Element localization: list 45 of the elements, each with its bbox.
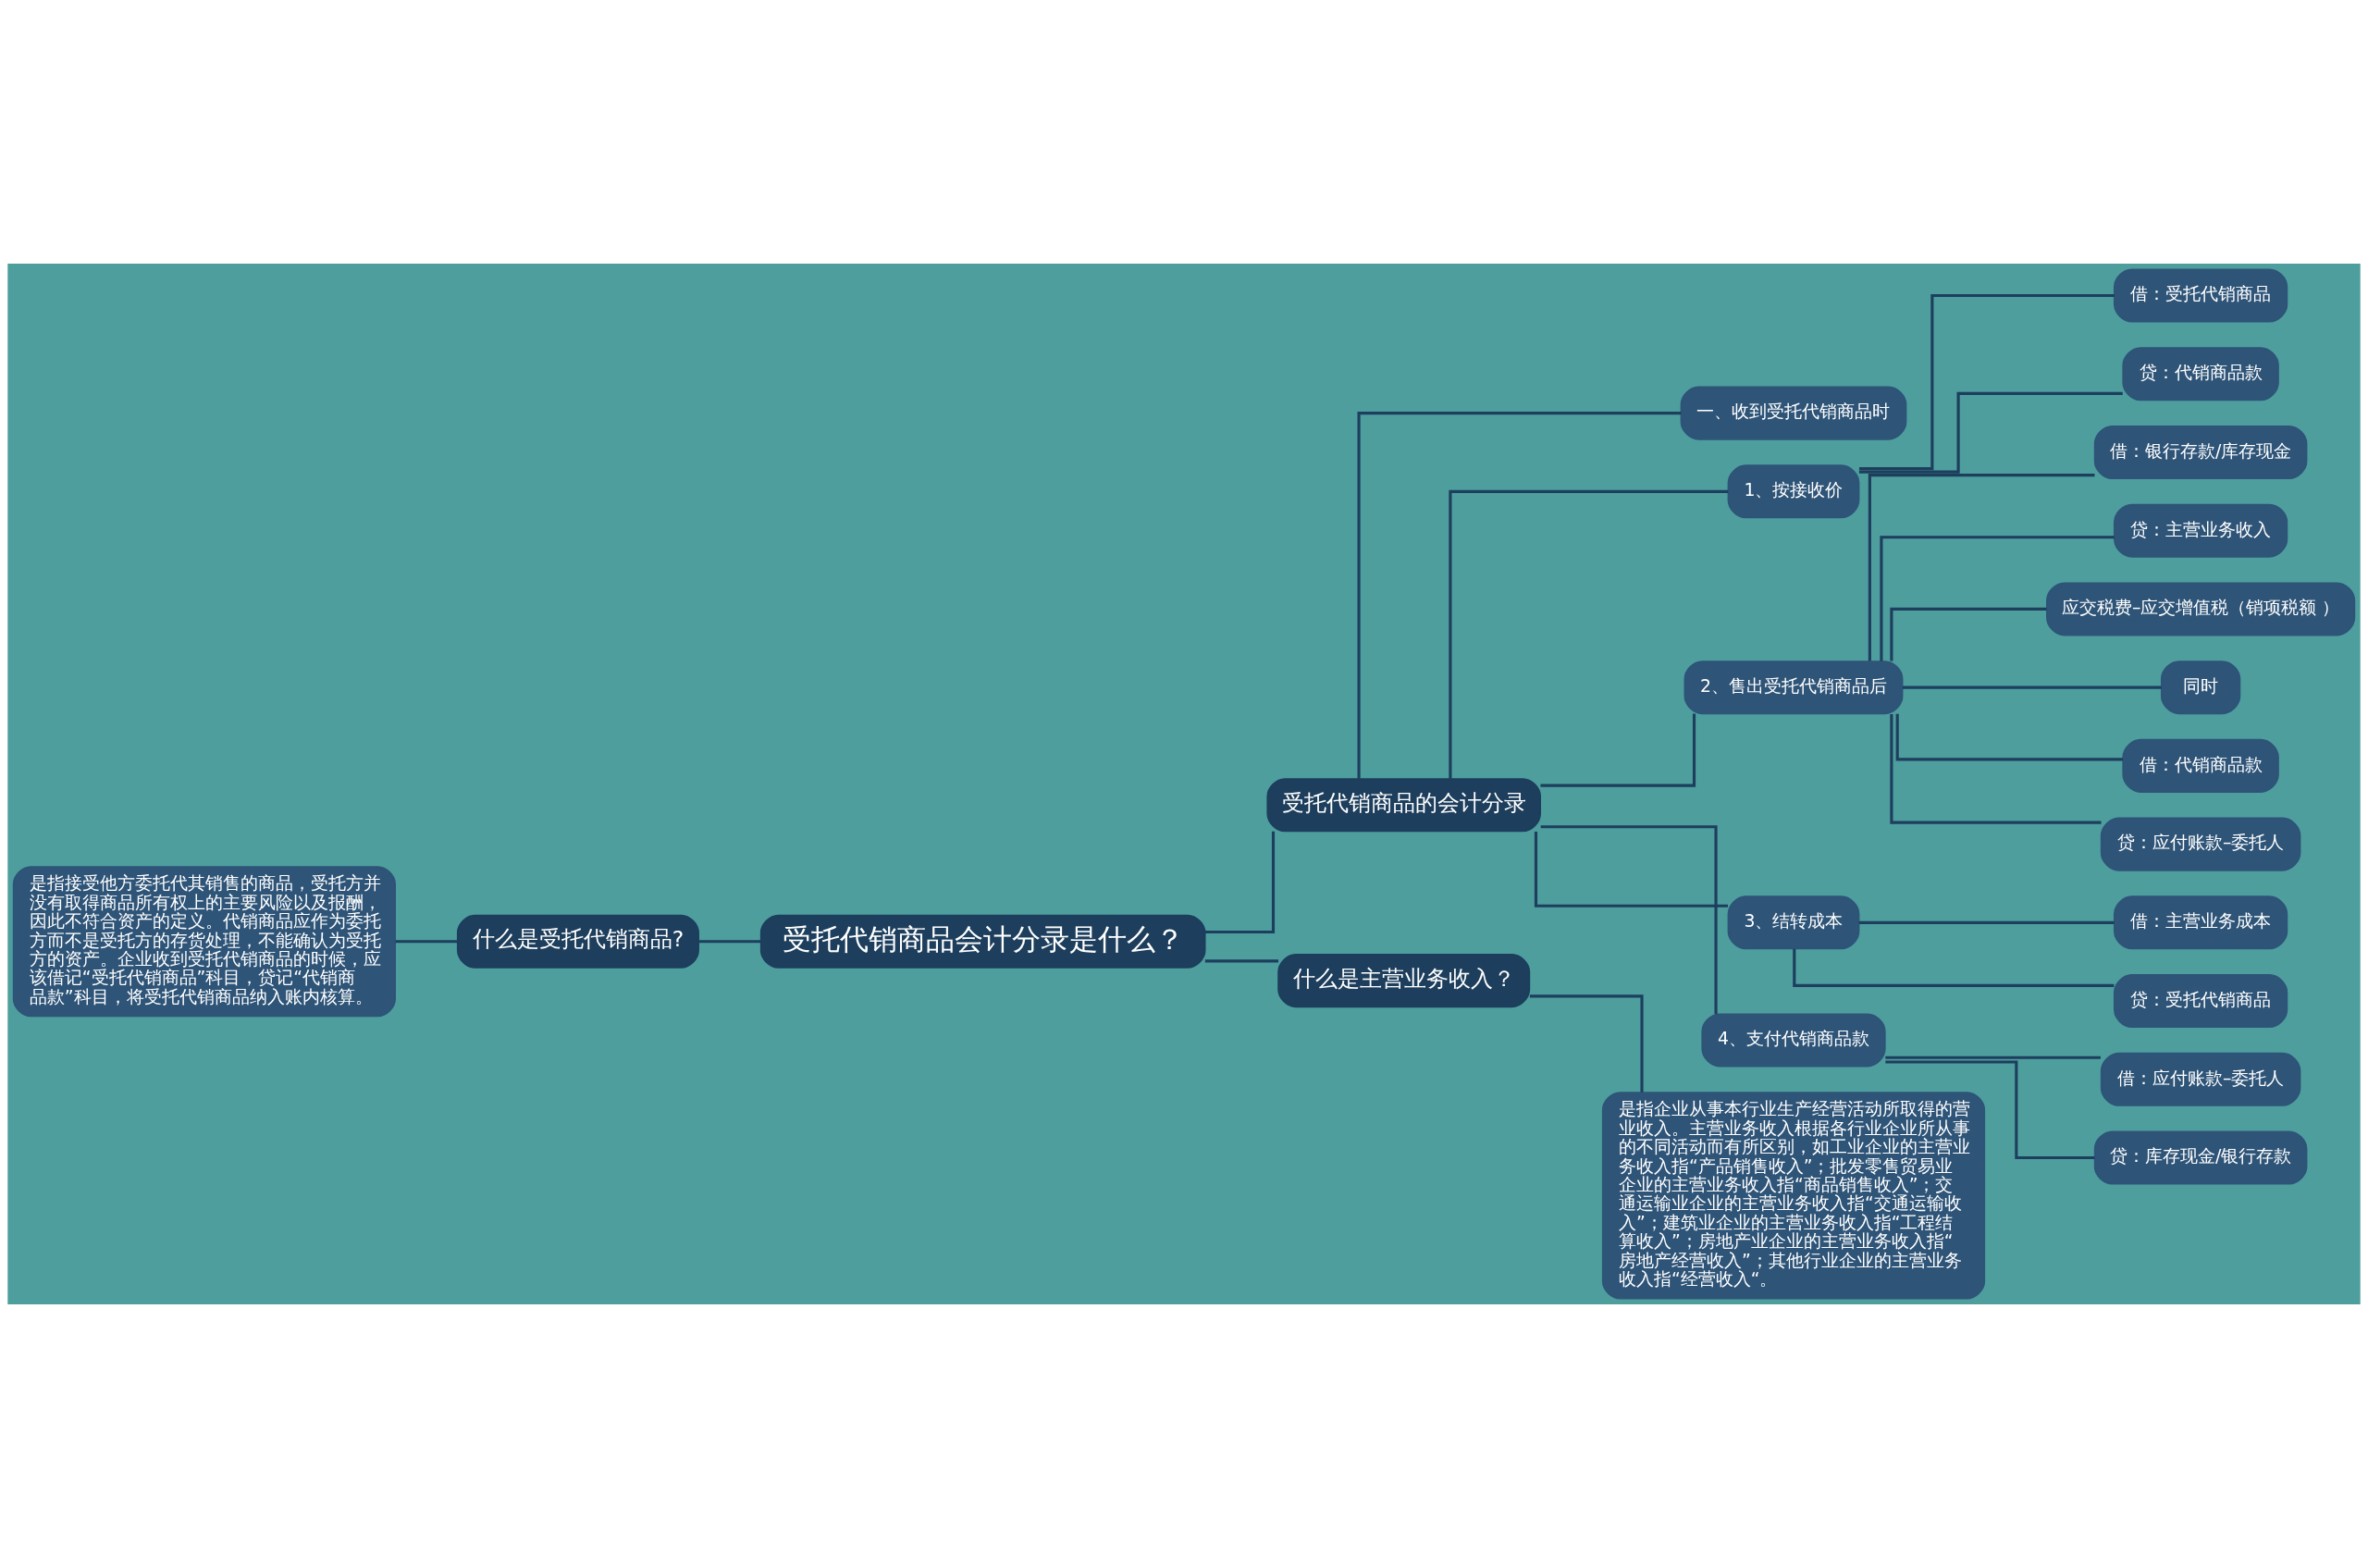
node-box: 一、收到受托代销商品时 bbox=[1680, 386, 1907, 440]
node-box: 贷：库存现金/银行存款 bbox=[2093, 1130, 2308, 1185]
node-box: 借：银行存款/库存现金 bbox=[2093, 425, 2308, 479]
node-box: 借：代销商品款 bbox=[2122, 738, 2279, 793]
connector bbox=[1880, 536, 2115, 661]
node-box: 借：主营业务成本 bbox=[2113, 895, 2288, 950]
node-box: 借：受托代销商品 bbox=[2113, 268, 2288, 323]
connector bbox=[698, 940, 761, 944]
connector bbox=[1534, 831, 1728, 907]
connector bbox=[1858, 391, 2123, 474]
node-box: 受托代销商品会计分录是什么？ bbox=[759, 914, 1206, 969]
node-box: 是指企业从事本行业生产经营活动所取得的营业收入。主营业务收入根据各行业企业所从事的不同活动而有所区别，如工业企业的主营业务收入指“产品销售收入”；批发零售贸易业企业的主营业务收入指“商品销售收入”；交通运输业企业的主营业务收入指“交通运输收入”；建筑业企业的主营业务收入指“工程结算收入”；房地产业企业的主营业务收入指“房地产经营收入”；其他行业企业的主营业务收入指“经营收入“。 bbox=[1601, 1092, 1986, 1300]
connector bbox=[1902, 685, 2162, 689]
connector bbox=[1890, 714, 2102, 824]
node-box: 贷：受托代销商品 bbox=[2113, 974, 2288, 1029]
node-box: 是指接受他方委托代其销售的商品，受托方并没有取得商品所有权上的主要风险以及报酬，因此不符合资产的定义。代销商品应作为委托方而不是受托方的存货处理，不能确认为受托方的资产。企业收到受托代销商品的时候，应该借记“受托代销商品”科目，贷记“代销商品款”科目，将受托代销商品纳入账内核算。 bbox=[12, 866, 396, 1018]
connector bbox=[1540, 825, 1718, 1015]
node-box: 什么是受托代销商品? bbox=[456, 914, 699, 969]
node-box: 贷：主营业务收入 bbox=[2113, 503, 2288, 558]
connector bbox=[1890, 607, 2047, 661]
node-box: 借：应付账款–委托人 bbox=[2100, 1052, 2301, 1106]
connector bbox=[1204, 831, 1276, 934]
node-box: 1、按接收价 bbox=[1727, 464, 1860, 519]
connector bbox=[1858, 293, 2115, 471]
connector bbox=[1885, 1056, 2101, 1059]
node-box: 应交税费–应交增值税（销项税额 ） bbox=[2046, 582, 2356, 636]
node-box: 4、支付代销商品款 bbox=[1701, 1013, 1886, 1068]
connector bbox=[395, 940, 458, 944]
connector bbox=[1540, 713, 1696, 787]
node-box: 什么是主营业务收入？ bbox=[1277, 954, 1531, 1008]
connector bbox=[1529, 994, 1644, 1093]
connector bbox=[1858, 920, 2115, 924]
node-box: 贷：代销商品款 bbox=[2122, 347, 2279, 401]
connector bbox=[1204, 959, 1278, 963]
node-box: 2、售出受托代销商品后 bbox=[1684, 661, 1904, 715]
connector bbox=[1885, 1060, 2095, 1160]
node-box: 同时 bbox=[2160, 661, 2241, 715]
connector bbox=[1895, 713, 2124, 761]
node-box: 贷：应付账款–委托人 bbox=[2100, 817, 2301, 871]
connector bbox=[1868, 474, 2095, 661]
node-box: 3、结转成本 bbox=[1727, 895, 1860, 950]
connector bbox=[1449, 489, 1729, 779]
connector bbox=[1357, 412, 1682, 779]
node-box: 受托代销商品的会计分录 bbox=[1266, 778, 1541, 833]
connector bbox=[1793, 948, 2115, 987]
